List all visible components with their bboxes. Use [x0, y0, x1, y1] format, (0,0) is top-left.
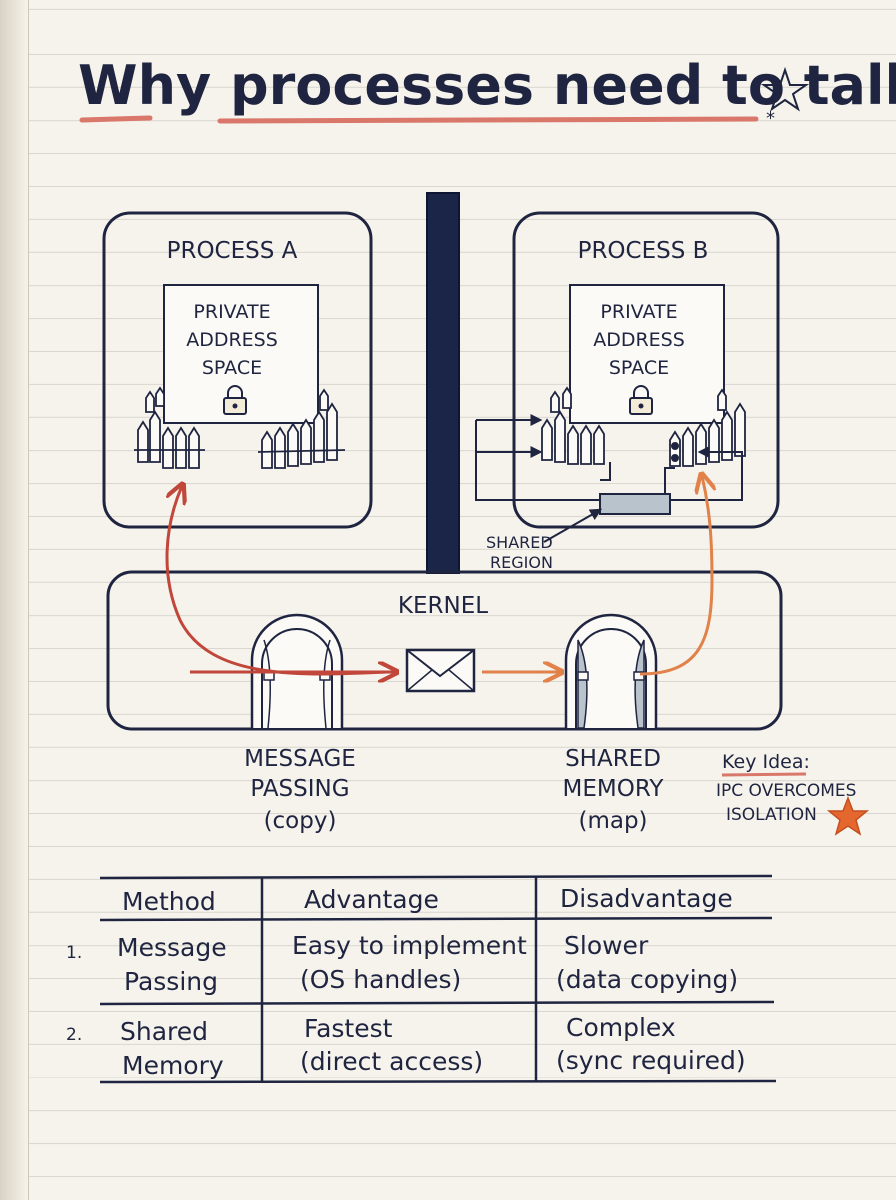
table-row-2-advantage-line-2: (direct access) [300, 1047, 483, 1076]
page-title: Why processes need to talk [78, 54, 896, 117]
kernel-label: KERNEL [398, 593, 488, 619]
process-a-box: PROCESS A PRIVATE ADDRESS SPACE [102, 211, 373, 529]
isolation-barrier [426, 192, 460, 574]
process-b-space-line-2: ADDRESS [593, 329, 685, 351]
table-row-2-method-line-2: Memory [122, 1051, 224, 1080]
fence-left-icon [541, 386, 605, 465]
title-group: Why processes need to talk * [78, 54, 896, 129]
message-passing-label-line-2: PASSING [250, 776, 349, 802]
notebook-binding [0, 0, 29, 1200]
message-passing-label-line-1: MESSAGE [244, 746, 356, 772]
shared-region-label-line-2: REGION [490, 553, 553, 572]
table-top-rule [99, 874, 773, 880]
table-row-1-disadvantage-line-1: Slower [564, 931, 649, 960]
shared-region-label-line-1: SHARED [486, 533, 553, 552]
table-row-2-method-line-1: Shared [120, 1017, 208, 1046]
table-row-2-disadvantage-line-1: Complex [566, 1013, 676, 1042]
key-idea-underline [721, 772, 807, 777]
shared-memory-archway-icon [564, 613, 658, 729]
process-b-space-line-3: SPACE [609, 357, 669, 379]
table-row-1-method-line-2: Passing [124, 967, 218, 996]
shared-region-block [599, 493, 671, 515]
table-row-2-number: 2. [66, 1025, 82, 1045]
process-b-label: PROCESS B [578, 238, 709, 264]
shared-region-pointer [543, 508, 603, 543]
process-b-space-line-1: PRIVATE [600, 301, 677, 323]
shared-region-wiring [475, 414, 743, 505]
key-idea-line-1: IPC OVERCOMES [716, 781, 856, 801]
process-a-space-line-2: ADDRESS [186, 329, 278, 351]
table-row-1-number: 1. [66, 943, 82, 963]
process-a-address-space [163, 284, 319, 424]
process-a-space-line-3: SPACE [202, 357, 262, 379]
doodle-dot-icon: * [766, 108, 775, 129]
doodle-star-icon [760, 66, 810, 112]
key-idea-star-icon [826, 795, 870, 836]
table-header-method: Method [122, 887, 216, 916]
fence-right-icon [257, 388, 346, 469]
fence-left-icon [134, 386, 205, 469]
kernel-box: KERNEL [106, 570, 783, 731]
table-row-1-advantage-line-2: (OS handles) [300, 965, 461, 994]
message-passing-label-line-3: (copy) [264, 808, 337, 834]
process-a-label: PROCESS A [167, 238, 298, 264]
process-a-space-line-1: PRIVATE [193, 301, 270, 323]
table-header-disadvantage: Disadvantage [560, 884, 733, 913]
message-passing-arrow [165, 486, 389, 676]
shared-memory-label-line-3: (map) [578, 808, 647, 834]
table-bottom-rule [99, 1079, 777, 1084]
table-row-1-disadvantage-line-2: (data copying) [556, 965, 738, 994]
table-row-1-advantage-line-1: Easy to implement [292, 931, 527, 960]
process-b-box: PROCESS B PRIVATE ADDRESS SPACE [475, 211, 780, 543]
key-idea-note: Key Idea: IPC OVERCOMES ISOLATION [716, 751, 870, 836]
shared-memory-arrow [639, 476, 712, 676]
table-row-2-disadvantage-line-2: (sync required) [556, 1046, 746, 1075]
key-idea-heading: Key Idea: [722, 751, 810, 773]
comparison-table [99, 874, 777, 1084]
lock-icon [223, 385, 247, 415]
shared-memory-label-line-2: MEMORY [563, 776, 665, 802]
table-header-rule [99, 916, 773, 922]
title-underline [79, 115, 759, 124]
key-idea-line-2: ISOLATION [726, 805, 817, 825]
table-row-rule [99, 1000, 775, 1006]
envelope-icon [405, 648, 476, 693]
table-header-advantage: Advantage [304, 885, 439, 914]
table-row-2-advantage-line-1: Fastest [304, 1014, 393, 1043]
table-row-1-method-line-1: Message [117, 933, 227, 962]
shared-memory-label-line-1: SHARED [565, 746, 661, 772]
lock-icon [629, 385, 653, 415]
